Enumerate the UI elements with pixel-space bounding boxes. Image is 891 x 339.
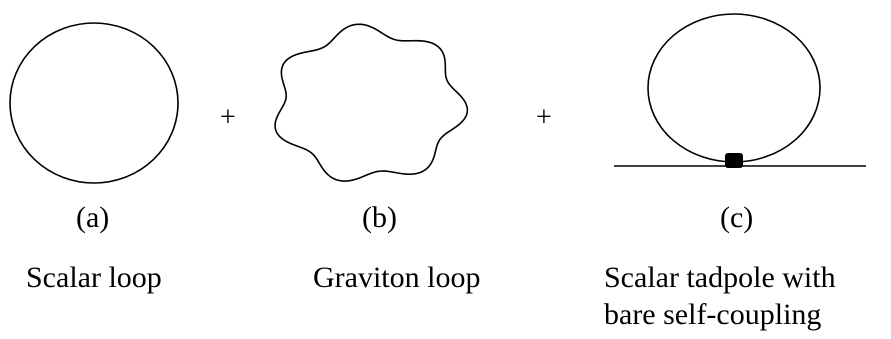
panel-a-caption: Scalar loop: [26, 261, 162, 294]
panel-c-caption-line2: bare self-coupling: [604, 298, 822, 331]
tadpole-loop-circle: [647, 13, 821, 163]
graviton-loop-wavy: [274, 23, 469, 182]
plus-sign-1: +: [220, 102, 236, 133]
scalar-loop-circle: [9, 22, 179, 184]
panel-c-caption-line1: Scalar tadpole with: [604, 261, 836, 294]
panel-c-tag: (c): [720, 201, 754, 234]
self-coupling-vertex: [725, 153, 743, 168]
panel-b-tag: (b): [362, 201, 397, 234]
panel-b-caption: Graviton loop: [313, 261, 481, 294]
panel-a-tag: (a): [76, 201, 110, 234]
plus-sign-2: +: [536, 102, 552, 133]
